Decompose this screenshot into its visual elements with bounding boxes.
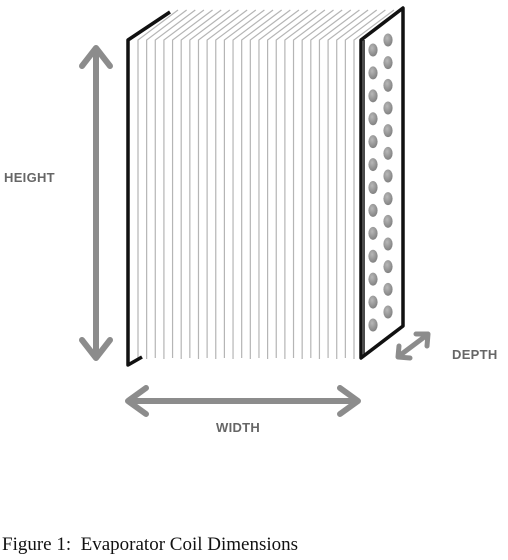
- fin: [353, 9, 395, 359]
- tube: [383, 282, 393, 296]
- figure-caption: Figure 1: Evaporator Coil Dimensions: [2, 534, 299, 555]
- tube: [368, 66, 378, 80]
- tube: [368, 318, 378, 332]
- tube: [383, 192, 393, 206]
- fin: [318, 9, 360, 359]
- fin: [267, 9, 308, 359]
- fin: [232, 9, 274, 359]
- tube: [368, 226, 378, 240]
- fin: [344, 9, 386, 358]
- tube: [383, 101, 393, 115]
- fin: [284, 9, 326, 359]
- tube: [383, 124, 393, 138]
- tube: [368, 89, 378, 103]
- fin: [146, 9, 187, 359]
- fin: [241, 9, 283, 358]
- tube: [383, 78, 393, 92]
- fin: [275, 9, 317, 358]
- tube: [383, 169, 393, 183]
- fin: [206, 9, 248, 358]
- tube: [383, 305, 393, 319]
- tube: [383, 33, 393, 47]
- width-label: WIDTH: [216, 420, 260, 435]
- left-frame: [126, 10, 171, 367]
- tube: [368, 295, 378, 309]
- fin: [327, 9, 369, 358]
- tube: [383, 146, 393, 160]
- tube: [368, 135, 378, 149]
- fin: [258, 9, 300, 358]
- fin: [154, 9, 196, 358]
- fin: [249, 9, 291, 359]
- fin: [137, 9, 179, 358]
- end-plate: [359, 6, 405, 360]
- tube: [368, 43, 378, 57]
- width-arrow: [125, 385, 361, 417]
- height-label: HEIGHT: [4, 170, 55, 185]
- depth-label: DEPTH: [452, 347, 498, 362]
- tube: [368, 158, 378, 172]
- fin: [223, 9, 265, 358]
- fin: [215, 9, 257, 359]
- coil-tubes: [368, 33, 393, 332]
- fin: [189, 9, 231, 358]
- fin: [171, 9, 213, 358]
- tube: [368, 203, 378, 217]
- height-arrow: [79, 45, 113, 361]
- depth-arrow: [395, 331, 431, 361]
- tube: [368, 181, 378, 194]
- fin: [310, 9, 352, 358]
- fin: [336, 9, 378, 359]
- coil-fins: [137, 9, 395, 359]
- tube: [368, 272, 378, 286]
- fin: [292, 9, 334, 358]
- tube: [368, 112, 378, 126]
- fin: [163, 9, 205, 359]
- tube: [383, 260, 393, 274]
- fin: [180, 9, 222, 359]
- fin: [301, 9, 343, 359]
- tube: [383, 56, 393, 70]
- tube: [383, 214, 393, 228]
- tube: [368, 249, 378, 263]
- tube: [383, 237, 393, 251]
- fin: [197, 9, 239, 359]
